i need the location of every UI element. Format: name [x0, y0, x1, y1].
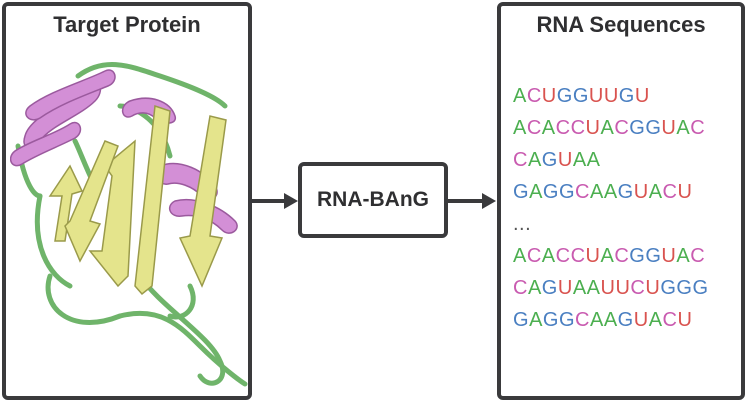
- sequence-item: GAGGCAAGUACU: [513, 309, 693, 331]
- protein-sheets: [48, 104, 227, 296]
- rna-sequences-panel: RNA Sequences ACUGGUUGU ACACCUACGGUAC CAGU…: [497, 2, 745, 400]
- sequence-item: ACACCUACGGUAC: [513, 117, 706, 139]
- sequence-ellipsis: ...: [513, 213, 532, 235]
- sequence-item: GAGGCAAGUACU: [513, 181, 693, 203]
- sequence-item: CAGUAAUUCUGGG: [513, 277, 709, 299]
- model-label: RNA-BAnG: [317, 188, 429, 211]
- rna-sequences-title: RNA Sequences: [536, 12, 706, 37]
- target-protein-panel: Target Protein: [2, 2, 252, 400]
- sequence-item: CAGUAA: [513, 149, 601, 171]
- sequence-item: ACACCUACGGUAC: [513, 245, 706, 267]
- sequence-list: ACUGGUUGU ACACCUACGGUAC CAGUAA GAGGCAAGUACU…: [513, 80, 709, 336]
- arrow-to-sequences: [448, 193, 496, 209]
- sequence-item: ACUGGUUGU: [513, 85, 650, 107]
- target-protein-title: Target Protein: [53, 12, 201, 37]
- protein-structure-image: [10, 61, 248, 387]
- arrow-to-model: [252, 193, 298, 209]
- model-box: RNA-BAnG: [298, 162, 448, 238]
